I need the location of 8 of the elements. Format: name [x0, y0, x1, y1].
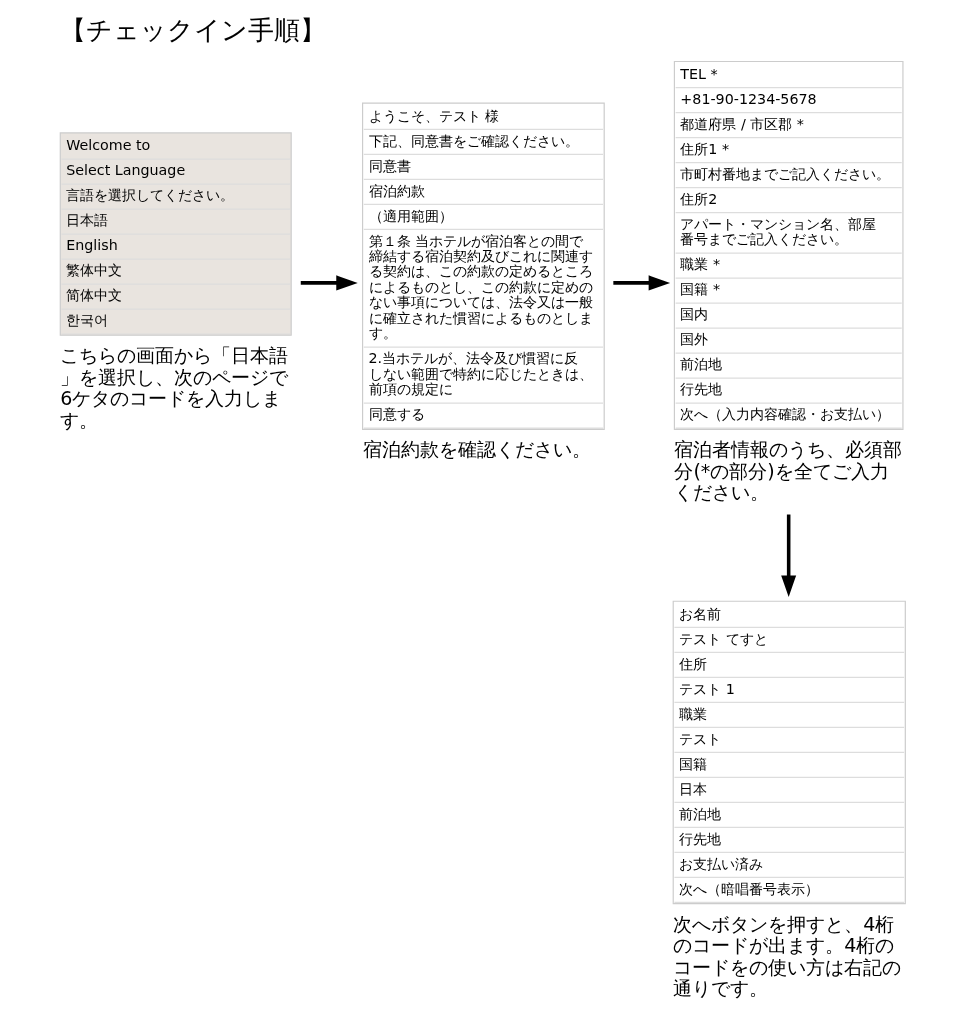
node-label: 宿泊者情報のうち、必須部分(*の部分)を全てご入力ください。 — [673, 438, 902, 504]
node-label: 次へボタンを押すと、4桁のコードが出ます。4桁のコードをの使い方は右記の通りです。 — [672, 912, 901, 999]
arrow — [612, 275, 670, 291]
node-label: こちらの画面から「日本語」を選択し、次のページで6ケタのコードを入力します。 — [59, 344, 288, 431]
arrow — [780, 514, 796, 597]
arrow — [300, 275, 358, 291]
diagram-title: 【チェックイン手順】 — [59, 15, 326, 46]
node-label: 宿泊約款を確認ください。 — [362, 438, 591, 461]
